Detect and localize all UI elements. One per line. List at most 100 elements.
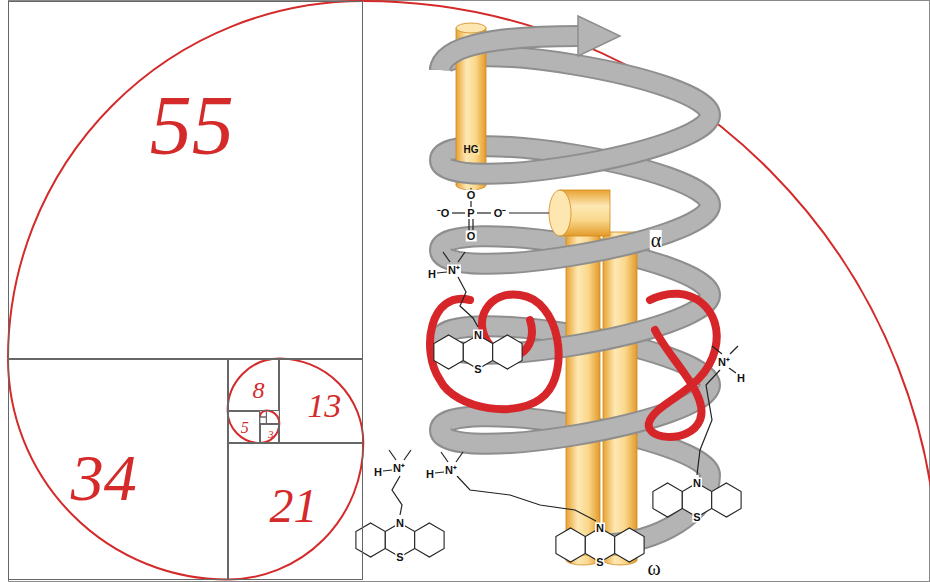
frame: [9, 1, 930, 582]
chemical-bond: [729, 368, 736, 373]
chemical-bond: [404, 450, 411, 460]
atom-symbol: N: [395, 518, 405, 529]
golden-spiral: [363, 1, 930, 580]
atom-symbol: O: [466, 190, 477, 201]
fibonacci-number: 55: [150, 84, 234, 168]
fibonacci-number: 5: [241, 420, 249, 436]
atom-symbol: S: [473, 364, 482, 375]
golden-spiral: [8, 359, 228, 580]
phenothiazine-ring: [356, 523, 385, 557]
fibonacci-square: 3: [260, 424, 279, 444]
phenothiazine-ring: [653, 483, 682, 517]
phenothiazine-ring: [415, 523, 444, 557]
phenothiazine-ring: [556, 528, 585, 562]
helix-name: HG: [463, 145, 480, 155]
atom-symbol: S: [692, 512, 701, 523]
red-loop: [430, 294, 559, 409]
chemical-bond: [452, 212, 465, 213]
fibonacci-square: 8: [228, 359, 280, 411]
small-square: [266, 411, 279, 424]
fibonacci-square: 55: [8, 1, 363, 359]
chemical-bond: [441, 452, 448, 462]
atom-symbol: H: [425, 469, 435, 480]
chemical-bond: [383, 470, 392, 471]
chemical-bond: [697, 370, 720, 475]
atom-symbol: H: [736, 373, 746, 384]
atom-symbol: N: [692, 478, 702, 489]
alpha-helix-cylinder: [456, 23, 486, 33]
fibonacci-square: 21: [228, 443, 364, 580]
red-loop: [430, 294, 717, 437]
fibonacci-square: 34: [8, 359, 228, 580]
atom-symbol: N: [595, 523, 605, 534]
atom-symbol: ⁻O: [436, 208, 451, 219]
terminus-symbol: α: [650, 230, 662, 250]
chemical-bond: [437, 272, 447, 273]
golden-spiral: [260, 424, 279, 444]
golden-spiral: [228, 443, 364, 580]
chemical-bond: [477, 212, 491, 213]
atom-symbol: S: [395, 552, 404, 563]
fibonacci-square: 13: [279, 359, 363, 444]
phenothiazine-ring: [434, 335, 463, 369]
chemical-bond: [468, 219, 469, 230]
chemical-bond: [456, 452, 463, 462]
helix-ribbon-front: [440, 205, 710, 264]
chemical-bond: [392, 476, 402, 515]
chemical-bond: [470, 201, 471, 207]
atom-symbol: H: [373, 467, 383, 478]
chemical-bond: [383, 188, 738, 521]
atom-symbol: N⁺: [447, 265, 461, 276]
helix-ribbon-front: [440, 115, 710, 174]
atom-symbol: S: [595, 557, 604, 568]
red-loop: [649, 294, 717, 437]
alpha-helix-cylinder: [549, 190, 571, 236]
fibonacci-number: 8: [252, 378, 264, 402]
atom-symbol: N⁺: [717, 357, 731, 368]
atom-symbol: N: [473, 330, 483, 341]
chemical-bond: [472, 219, 473, 230]
fibonacci-number: 34: [71, 445, 137, 511]
phenothiazine-ring: [712, 483, 741, 517]
chemical-bond: [457, 476, 596, 521]
chemical-bond: [458, 277, 478, 327]
chemical-bond: [458, 252, 465, 262]
phenothiazine-ring: [615, 528, 644, 562]
phenothiazine-ring: [493, 335, 522, 369]
chemical-bond: [435, 472, 444, 473]
golden-spiral: [8, 1, 930, 580]
chemical-bond: [509, 212, 549, 213]
fibonacci-number: 3: [268, 429, 274, 440]
small-square: [260, 411, 279, 424]
helix-ribbon-front: [440, 36, 580, 70]
golden-spiral: [266, 411, 279, 424]
helix-arrowhead: [578, 16, 620, 56]
atom-symbol: N⁺: [444, 465, 458, 476]
atom-symbol: O: [466, 231, 477, 242]
chemical-bond: [730, 346, 738, 354]
small-square: [260, 411, 267, 418]
alpha-helix-cylinder: [603, 232, 637, 560]
chemical-bond: [443, 252, 450, 262]
helix-ribbon-front: [440, 205, 710, 264]
fibonacci-number: 13: [307, 389, 341, 423]
golden-spiral: [260, 410, 267, 417]
atom-symbol: P: [466, 208, 475, 219]
helix-ribbon-front: [440, 115, 710, 174]
chemical-bond: [712, 346, 722, 354]
golden-spiral: [279, 359, 363, 444]
alpha-helix-cylinder: [566, 232, 600, 560]
golden-spiral: [228, 411, 260, 444]
fibonacci-square: 5: [228, 411, 260, 444]
golden-spiral: [8, 1, 363, 359]
terminus-symbol: ω: [646, 558, 661, 578]
atom-symbol: H: [427, 269, 437, 280]
fibonacci-number: 21: [269, 482, 317, 530]
helix-ribbon-front: [440, 36, 580, 70]
atom-symbol: N⁺: [392, 463, 406, 474]
atom-symbol: O⁻: [493, 208, 508, 219]
phenothiazine-ring: [356, 335, 741, 562]
